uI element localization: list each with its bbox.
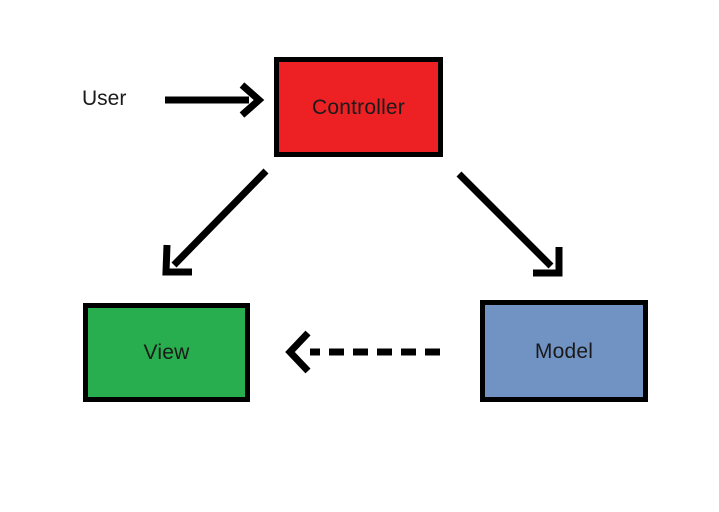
- node-model[interactable]: Model: [480, 300, 648, 402]
- user-label: User: [82, 87, 127, 110]
- node-model-label: Model: [534, 339, 594, 363]
- node-controller[interactable]: Controller: [274, 57, 443, 157]
- edge-model-to-view-arrowhead: [285, 330, 311, 374]
- node-view-label: View: [143, 341, 190, 364]
- node-view[interactable]: View: [83, 303, 250, 402]
- edge-controller-to-model: [456, 171, 563, 277]
- edge-controller-to-model-line: [456, 171, 554, 269]
- node-controller-label: Controller: [311, 95, 406, 119]
- edge-model-to-view: [285, 330, 440, 374]
- edge-controller-to-view: [162, 168, 269, 276]
- edge-controller-to-model-arrowhead: [533, 247, 563, 277]
- edge-controller-to-view-arrowhead: [162, 244, 192, 276]
- edge-controller-to-view-line: [171, 168, 269, 268]
- edge-user-to-controller: [165, 82, 265, 118]
- edge-user-to-controller-arrowhead: [239, 82, 265, 118]
